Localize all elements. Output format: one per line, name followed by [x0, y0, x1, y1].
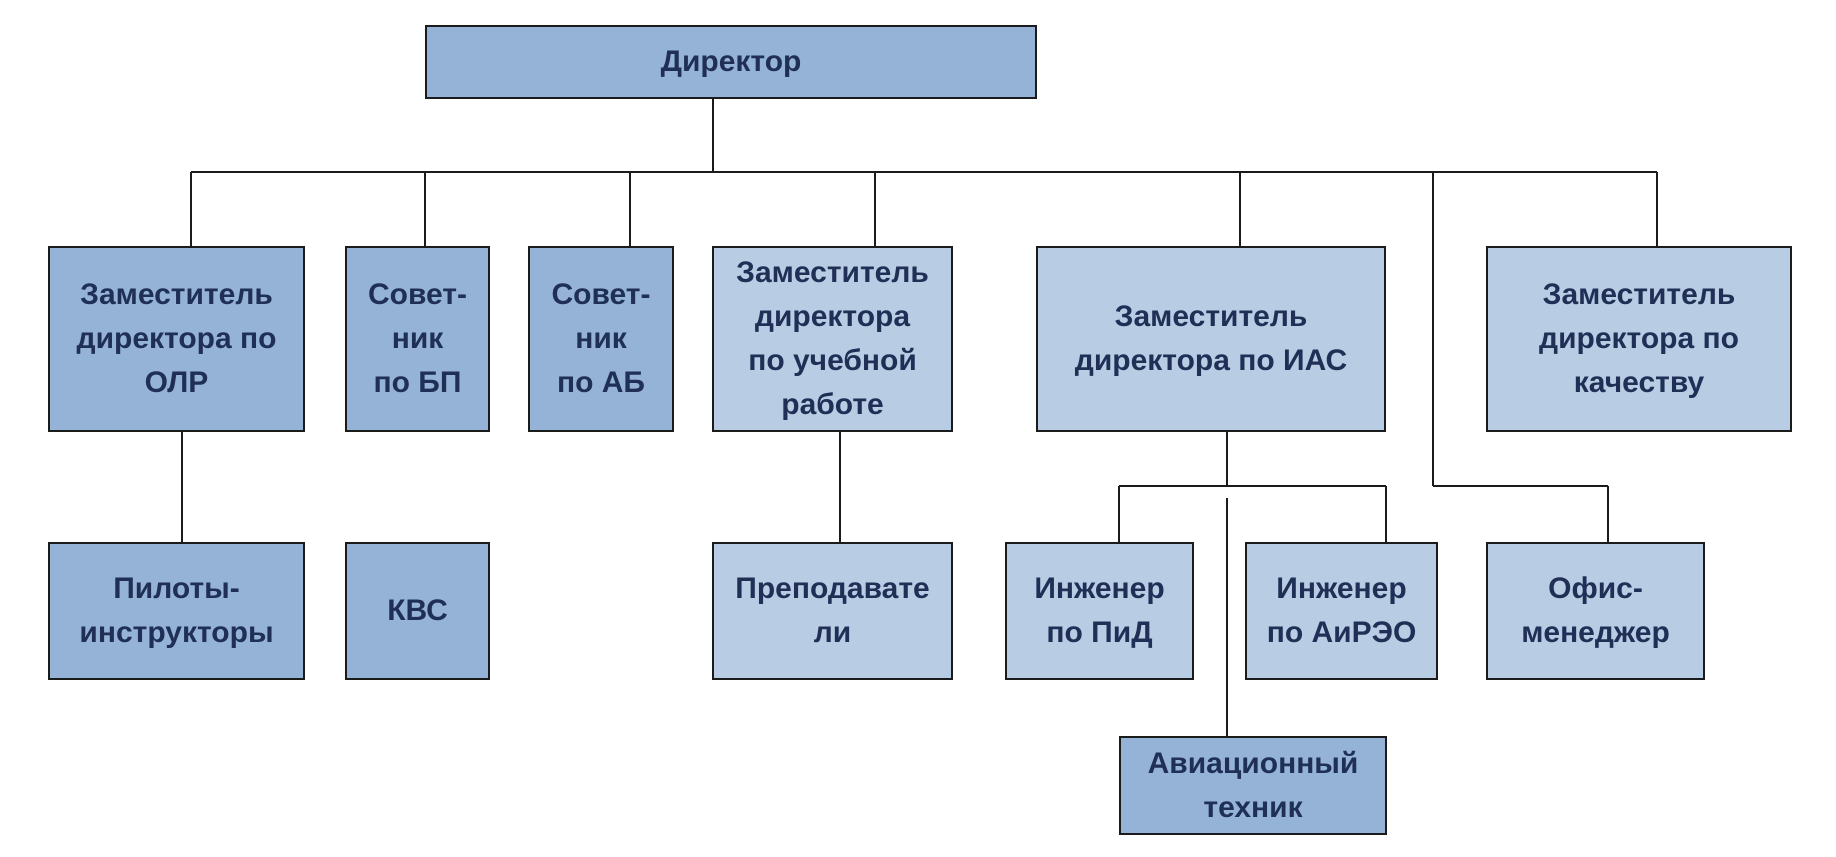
director-label-line: Директор [660, 45, 802, 78]
deputy-training-label: Заместитель директора по учебной работе [736, 251, 929, 427]
deputy-ias-label: Заместитель директора по ИАС [1075, 295, 1347, 383]
engineer-aireo-box: Инженер по АиРЭО [1245, 542, 1438, 680]
deputy-olr-label-line: Заместитель [80, 278, 273, 311]
teachers-label-line: Преподавате [735, 572, 930, 605]
deputy-training-label-line: работе [781, 388, 884, 421]
advisor-ab-label-line: Совет- [551, 278, 651, 311]
deputy-quality-label-line: директора по [1539, 322, 1739, 355]
advisor-bp-label-line: ник [391, 322, 444, 355]
instructor-pilots-box: Пилоты- инструкторы [48, 542, 305, 680]
kvs-box: КВС [345, 542, 490, 680]
director-label: Директор [661, 40, 802, 84]
engineer-aireo-label: Инженер по АиРЭО [1267, 567, 1417, 655]
aviation-technician-box: Авиационный техник [1119, 736, 1387, 835]
deputy-ias-label-line: Заместитель [1114, 300, 1308, 333]
deputy-training-label-line: по учебной [748, 344, 917, 377]
advisor-ab-label-line: по АБ [556, 366, 645, 399]
kvs-label-line: КВС [387, 594, 448, 627]
deputy-quality-box: Заместитель директора по качеству [1486, 246, 1792, 432]
director-box: Директор [425, 25, 1037, 99]
instructor-pilots-label: Пилоты- инструкторы [79, 567, 273, 655]
deputy-olr-box: Заместитель директора по ОЛР [48, 246, 305, 432]
aviation-technician-label: Авиационный техник [1148, 742, 1359, 830]
kvs-label: КВС [387, 589, 448, 633]
engineer-pid-label: Инженер по ПиД [1034, 567, 1164, 655]
deputy-quality-label: Заместитель директора по качеству [1539, 273, 1739, 405]
advisor-bp-label-line: по БП [373, 366, 462, 399]
instructor-pilots-label-line: Пилоты- [113, 572, 240, 605]
deputy-quality-label-line: Заместитель [1542, 278, 1736, 311]
deputy-quality-label-line: качеству [1573, 366, 1705, 399]
deputy-training-label-line: директора [754, 300, 911, 333]
advisor-bp-label: Совет- ник по БП [368, 273, 467, 405]
teachers-box: Преподавате ли [712, 542, 953, 680]
instructor-pilots-label-line: инструкторы [79, 616, 274, 649]
deputy-olr-label-line: ОЛР [144, 366, 209, 399]
engineer-pid-label-line: Инженер [1034, 572, 1165, 605]
deputy-training-box: Заместитель директора по учебной работе [712, 246, 953, 432]
office-manager-label-line: менеджер [1521, 616, 1670, 649]
office-manager-label: Офис- менеджер [1521, 567, 1670, 655]
teachers-label-line: ли [813, 616, 852, 649]
aviation-technician-label-line: техник [1203, 790, 1303, 824]
advisor-bp-box: Совет- ник по БП [345, 246, 490, 432]
engineer-pid-label-line: по ПиД [1046, 616, 1153, 649]
office-manager-label-line: Офис- [1548, 572, 1643, 605]
deputy-olr-label-line: директора по [76, 322, 277, 355]
advisor-ab-label-line: ник [575, 322, 627, 355]
office-manager-box: Офис- менеджер [1486, 542, 1705, 680]
aviation-technician-label-line: Авиационный [1147, 746, 1359, 780]
teachers-label: Преподавате ли [735, 567, 929, 655]
deputy-ias-label-line: директора по ИАС [1074, 344, 1348, 377]
engineer-aireo-label-line: Инженер [1276, 572, 1407, 605]
advisor-ab-label: Совет- ник по АБ [551, 273, 650, 405]
deputy-olr-label: Заместитель директора по ОЛР [77, 273, 277, 405]
engineer-aireo-label-line: по АиРЭО [1266, 616, 1417, 649]
deputy-training-label-line: Заместитель [736, 256, 929, 289]
engineer-pid-box: Инженер по ПиД [1005, 542, 1194, 680]
advisor-bp-label-line: Совет- [367, 278, 467, 311]
deputy-ias-box: Заместитель директора по ИАС [1036, 246, 1386, 432]
advisor-ab-box: Совет- ник по АБ [528, 246, 674, 432]
